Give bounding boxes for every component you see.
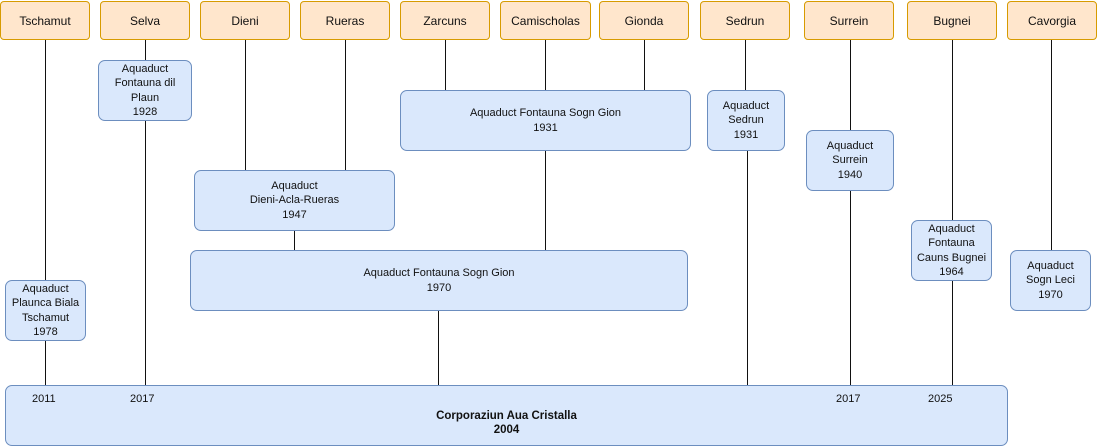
village-tschamut: Tschamut [0,1,90,40]
aqueduct-year: 1931 [733,128,759,141]
connector-line [294,230,295,251]
connector-line [850,190,851,385]
aqueduct-name-line: Sogn Leci [1026,274,1075,287]
village-camischolas: Camischolas [500,1,591,40]
aqueduct-name-line: Fontauna dil [114,77,176,89]
village-rueras: Rueras [300,1,390,40]
corporation-name: Corporaziun Aua Cristalla [436,409,577,422]
merge-year-selva: 2017 [130,393,155,405]
aqueduct-sedrun: Aquaduct Sedrun 1931 [707,90,785,151]
connector-line [850,40,851,131]
aqueduct-name-line: Aquaduct [22,282,69,295]
merge-year-bugnei: 2025 [928,393,953,405]
aqueduct-selva: Aquaduct Fontauna dil Plaun 1928 [98,60,192,121]
aqueduct-year: 1931 [533,121,558,134]
aqueduct-name-line: Aquaduct Fontauna Sogn Gion [469,107,622,119]
connector-line [545,40,546,91]
aqueduct-year: 1964 [939,266,964,278]
village-sedrun: Sedrun [700,1,790,40]
aqueduct-dieni-acla-rueras: Aquaduct Dieni-Acla-Rueras 1947 [194,170,395,231]
connector-line [45,340,46,385]
aqueduct-name-line: Aquaduct [722,99,770,112]
village-selva: Selva [100,1,190,40]
village-cavorgia: Cavorgia [1007,1,1097,40]
merge-year-surrein: 2017 [836,393,861,405]
connector-line [1051,40,1052,251]
connector-line [445,40,446,91]
aqueduct-name-line: Cauns Bugnei [916,251,987,264]
aqueduct-cauns-bugnei: Aquaduct Fontauna Cauns Bugnei 1964 [911,220,992,281]
aqueduct-name-line: Dieni-Acla-Rueras [249,194,340,207]
connector-line [745,40,746,91]
connector-line [438,310,439,385]
aqueduct-name-line: Aquaduct [271,179,318,192]
corporation-year: 2004 [493,424,520,436]
connector-line [145,120,146,385]
aqueduct-name-line: Plaunca Biala [11,297,80,309]
village-zarcuns: Zarcuns [400,1,490,40]
aqueduct-name-line: Aquaduct Fontauna Sogn Gion [363,267,515,279]
connector-line [952,280,953,385]
aqueduct-year: 1947 [282,208,307,221]
connector-line [145,40,146,61]
connector-line [45,40,46,281]
aqueduct-name-line: Aquaduct [928,222,975,235]
village-bugnei: Bugnei [907,1,997,40]
aqueduct-sogn-leci: Aquaduct Sogn Leci 1970 [1010,250,1091,311]
connector-line [245,40,246,171]
aqueduct-year: 1978 [33,326,58,338]
aqueduct-sogn-gion-1970: Aquaduct Fontauna Sogn Gion 1970 [190,250,688,311]
aqueduct-year: 1970 [426,281,452,294]
village-gionda: Gionda [599,1,689,40]
aqueduct-name-line: Aquaduct [826,139,874,152]
aqueduct-year: 1928 [132,106,158,118]
aqueduct-tschamut: Aquaduct Plaunca Biala Tschamut 1978 [5,280,86,341]
aqueduct-sogn-gion-1931: Aquaduct Fontauna Sogn Gion 1931 [400,90,691,151]
aqueduct-name-line: Aquaduct [121,62,169,75]
connector-line [747,150,748,385]
aqueduct-name-line: Plaun [130,91,160,104]
aqueduct-name-line: Tschamut [21,311,70,324]
aqueduct-name-line: Fontauna [928,237,975,249]
aqueduct-year: 1970 [1038,288,1063,301]
village-surrein: Surrein [804,1,894,40]
aqueduct-year: 1940 [837,168,863,181]
merge-year-tschamut: 2011 [32,393,56,405]
connector-line [644,40,645,91]
village-dieni: Dieni [200,1,290,40]
aqueduct-name-line: Surrein [832,154,868,167]
aqueduct-name-line: Aquaduct [1027,259,1074,272]
connector-line [345,40,346,171]
connector-line [545,150,546,251]
aqueduct-surrein: Aquaduct Surrein 1940 [806,130,894,191]
connector-line [952,40,953,221]
aqueduct-name-line: Sedrun [728,114,764,127]
corporation-box: Corporaziun Aua Cristalla 2004 [5,385,1008,446]
